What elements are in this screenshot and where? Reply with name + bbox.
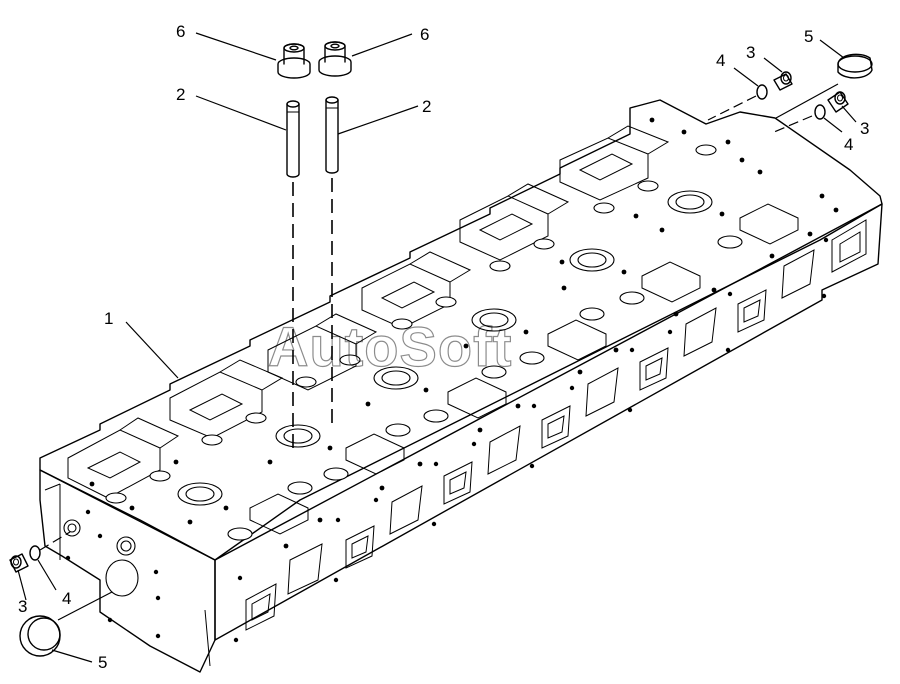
plug-left xyxy=(9,553,29,573)
side-face-bolts xyxy=(233,237,829,643)
callout-3-top-a: 3 xyxy=(746,43,755,62)
callout-6-left: 6 xyxy=(176,22,185,41)
top-center-lines xyxy=(707,83,839,133)
valve-guide-right xyxy=(325,96,339,174)
callout-2-left: 2 xyxy=(176,85,185,104)
cylinder-head xyxy=(39,99,883,673)
cylinder-head-side-face xyxy=(214,203,883,641)
plug-top-b xyxy=(827,91,849,113)
callout-5-bottom: 5 xyxy=(98,653,107,672)
deck-ports xyxy=(249,203,799,535)
callout-5-top: 5 xyxy=(804,27,813,46)
watermark: AutoSoft xyxy=(268,315,512,378)
valve-seal-right xyxy=(318,41,352,77)
valve-guide-center-lines xyxy=(292,178,333,452)
plug-top-a xyxy=(773,71,793,91)
callout-3-top-b: 3 xyxy=(860,119,869,138)
callout-6-right: 6 xyxy=(420,25,429,44)
bolt-holes xyxy=(89,117,839,549)
callout-3-left: 3 xyxy=(18,597,27,616)
o-ring-left xyxy=(29,545,41,561)
expansion-cup-top xyxy=(837,53,873,79)
injector-bores xyxy=(177,190,713,506)
valve-seal-left xyxy=(277,43,311,79)
deck-holes xyxy=(105,144,743,541)
rocker-pockets xyxy=(67,125,670,499)
expansion-cup-bottom xyxy=(19,615,61,657)
callout-4-top-b: 4 xyxy=(844,135,853,154)
o-ring-top-a xyxy=(756,84,768,100)
leader-lines xyxy=(17,32,857,663)
callouts: 6 6 2 2 1 4 3 5 3 4 3 4 5 xyxy=(18,22,869,672)
cylinder-head-top-deck xyxy=(39,99,883,561)
side-ports xyxy=(245,219,867,631)
callout-4-left: 4 xyxy=(62,589,71,608)
callout-1: 1 xyxy=(104,309,113,328)
end-face-bores xyxy=(63,509,161,639)
o-ring-top-b xyxy=(814,104,826,120)
cylinder-head-end-face xyxy=(39,469,216,673)
valve-guide-left xyxy=(286,100,300,178)
callout-4-top-a: 4 xyxy=(716,51,725,70)
left-center-lines xyxy=(39,531,113,621)
callout-2-right: 2 xyxy=(422,97,431,116)
